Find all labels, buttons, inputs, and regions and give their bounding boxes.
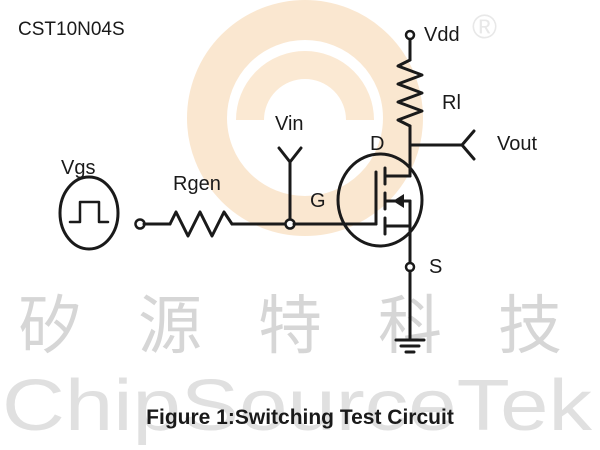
rgen-label: Rgen	[173, 173, 221, 195]
part-number: CST10N04S	[18, 19, 125, 40]
rl-label: Rl	[442, 92, 461, 114]
vdd-terminal	[404, 29, 416, 41]
rl-resistor	[396, 58, 424, 128]
vgs-source-circle	[58, 175, 120, 251]
mosfet	[336, 152, 424, 248]
english-watermark: ChipSourceTek	[2, 366, 593, 446]
mosfet-body	[336, 152, 424, 248]
vout-arrow	[460, 129, 476, 161]
watermark-char-5: 技	[498, 290, 562, 364]
watermark-char-1: 矽	[18, 290, 82, 364]
s-label: S	[429, 256, 442, 278]
chinese-watermark: 矽 源 特 科 技	[18, 290, 562, 364]
vgs-source	[58, 175, 120, 251]
vgs-label: Vgs	[61, 157, 95, 179]
registered-mark: ®	[472, 8, 497, 46]
figure-caption: Figure 1:Switching Test Circuit	[146, 406, 454, 429]
pulse-icon	[68, 200, 110, 224]
d-label: D	[370, 133, 384, 155]
rgen-resistor	[168, 210, 234, 238]
vdd-label: Vdd	[424, 24, 460, 46]
vin-label: Vin	[275, 113, 304, 135]
body-arrow	[393, 194, 404, 208]
ground-icon	[394, 338, 426, 354]
vin-probe-arrow	[277, 146, 303, 164]
g-label: G	[310, 190, 326, 212]
vout-label: Vout	[497, 133, 537, 155]
watermark-char-2: 源	[138, 290, 202, 364]
watermark-char-3: 特	[258, 290, 322, 364]
